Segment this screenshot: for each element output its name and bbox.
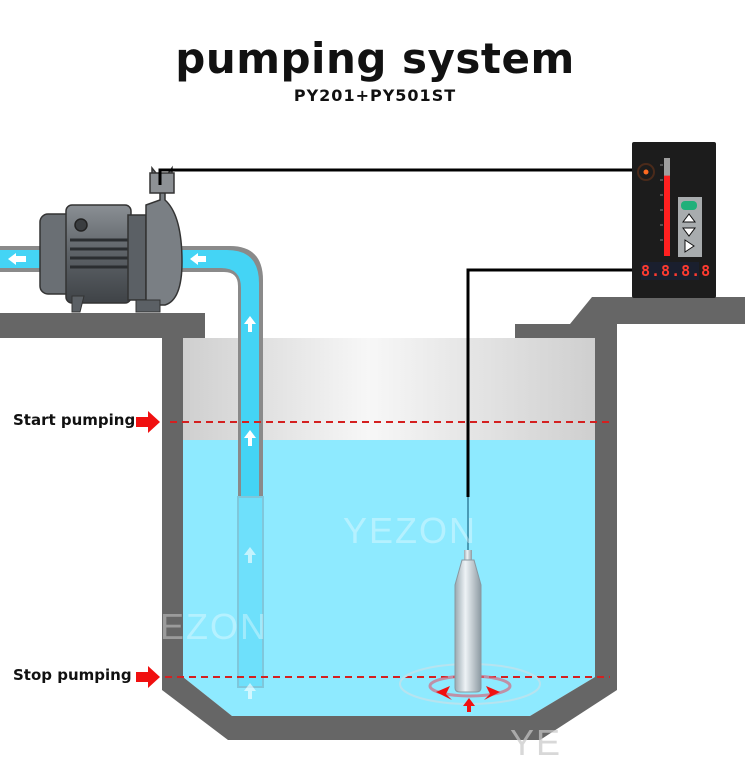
page-subtitle: PY201+PY501ST	[293, 86, 457, 105]
pipe-water	[180, 250, 259, 497]
pressure-sensor	[454, 550, 482, 693]
down-button-icon[interactable]	[682, 227, 696, 237]
pressure-arrow-icon	[463, 698, 475, 712]
flow-arrow-icon	[244, 547, 256, 563]
pressure-arrow-icon	[484, 686, 500, 700]
level-controller	[632, 142, 716, 298]
flow-arrows	[8, 253, 256, 699]
pump	[39, 165, 183, 313]
bargraph-fill	[664, 175, 670, 256]
watermark: EZON	[160, 606, 269, 647]
right-button-icon[interactable]	[684, 239, 695, 253]
flow-arrow-icon	[244, 430, 256, 446]
flow-arrow-icon	[244, 316, 256, 332]
pressure-arrow-icon	[436, 686, 452, 700]
pressure-arrows	[436, 686, 500, 712]
start-pumping-label: Start pumping	[13, 411, 136, 429]
tank-water	[183, 440, 595, 716]
watermark: YEZON	[343, 510, 478, 551]
set-button[interactable]	[681, 201, 697, 210]
pump-signal-cable	[158, 168, 640, 185]
flow-arrow-icon	[244, 683, 256, 699]
up-button-icon[interactable]	[682, 213, 696, 223]
pipe-submerged	[237, 496, 264, 688]
tank-wall	[162, 297, 745, 740]
sensor-cable	[466, 268, 640, 497]
page-title: pumping system	[175, 34, 575, 83]
stop-arrow-icon	[136, 666, 160, 688]
start-arrow-icon	[136, 411, 160, 433]
watermark: YE	[510, 722, 563, 763]
flow-arrow-icon	[8, 253, 26, 265]
stop-pumping-label: Stop pumping	[13, 666, 132, 684]
flow-arrow-icon	[190, 253, 206, 265]
controller-display: 8.8.8.8	[641, 262, 712, 280]
